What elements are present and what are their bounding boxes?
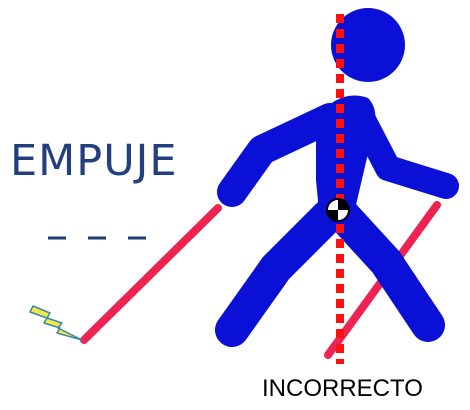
status-label: INCORRECTO xyxy=(262,377,423,401)
figure-front-leg xyxy=(232,216,328,330)
center-of-gravity-icon xyxy=(327,199,349,221)
front-cane xyxy=(84,208,218,340)
lightning-spark-icon xyxy=(30,306,82,340)
figure-back-arm xyxy=(362,118,446,186)
figure-front-arm xyxy=(232,118,330,192)
force-label: EMPUJE xyxy=(10,140,178,183)
